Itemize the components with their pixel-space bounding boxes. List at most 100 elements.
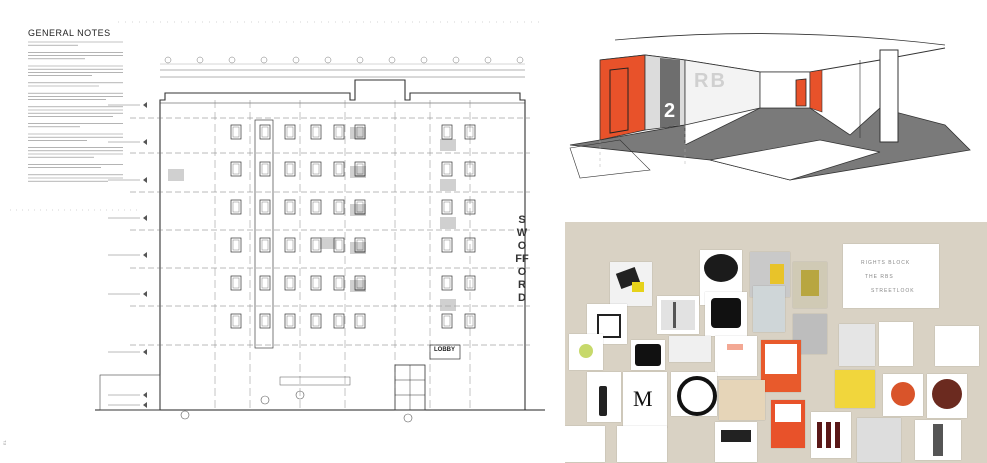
window (259, 199, 271, 215)
window-pane (466, 201, 474, 213)
level-marker (143, 252, 147, 258)
window (333, 313, 345, 329)
mood-board-photo: RIGHTS BLOCK THE RBS STREETLOOK (565, 222, 987, 463)
window-pane (443, 315, 451, 327)
grid-marker (292, 56, 300, 64)
grid-marker (516, 56, 524, 64)
grid-marker (324, 56, 332, 64)
window-pane (261, 239, 269, 251)
window-pane (232, 126, 240, 138)
window (284, 161, 296, 177)
photo-card (565, 426, 605, 462)
window-pane (466, 163, 474, 175)
window (333, 161, 345, 177)
window-pane (286, 201, 294, 213)
window-pane (443, 239, 451, 251)
window (464, 313, 476, 329)
window (310, 199, 322, 215)
window (259, 124, 271, 140)
window-pane (261, 315, 269, 327)
window (310, 124, 322, 140)
window (230, 275, 242, 291)
photo-card (793, 262, 827, 308)
window-pane (443, 201, 451, 213)
note-card-line-2: THE RBS (865, 274, 894, 280)
window (333, 199, 345, 215)
window-column (254, 119, 274, 349)
photo-card (839, 324, 875, 366)
photo-card (927, 374, 967, 418)
photo-card (705, 292, 747, 336)
notes-title: GENERAL NOTES (28, 28, 111, 38)
photo-card (569, 334, 603, 370)
window (230, 161, 242, 177)
window-pane (312, 277, 320, 289)
photo-card (935, 326, 979, 366)
window-pane (312, 315, 320, 327)
street-name-sign: SWOFFORD (515, 214, 529, 304)
window (333, 124, 345, 140)
window (230, 313, 242, 329)
window (284, 313, 296, 329)
window (354, 313, 366, 329)
photo-card (631, 340, 665, 370)
photo-card (715, 422, 757, 462)
window (464, 237, 476, 253)
window-pane (466, 126, 474, 138)
photo-card (610, 262, 652, 306)
photo-card (879, 322, 913, 366)
window-pane (232, 315, 240, 327)
lobby-sign: LOBBY (434, 347, 455, 353)
photo-card (883, 374, 923, 416)
window (284, 124, 296, 140)
window-pane (232, 277, 240, 289)
window (310, 275, 322, 291)
photo-card (617, 426, 667, 462)
window-pane (286, 315, 294, 327)
elevation-drawing: GENERAL NOTES EL (2, 21, 545, 445)
window (441, 124, 453, 140)
window-pane (335, 201, 343, 213)
window-pane (335, 239, 343, 251)
photo-card (753, 286, 785, 332)
window-pane (261, 126, 269, 138)
window (284, 275, 296, 291)
window (284, 237, 296, 253)
window-pane (443, 277, 451, 289)
photo-card (771, 400, 805, 448)
photo-card (715, 336, 757, 376)
window (259, 313, 271, 329)
corridor-perspective (569, 33, 971, 181)
window-pane (335, 126, 343, 138)
level-marker (143, 349, 147, 355)
window (441, 199, 453, 215)
window (441, 237, 453, 253)
photo-card (669, 336, 711, 362)
window (441, 275, 453, 291)
grid-marker (196, 56, 204, 64)
level-marker (143, 215, 147, 221)
grid-marker (164, 56, 172, 64)
window-pane (261, 163, 269, 175)
window-pane (335, 277, 343, 289)
window (310, 313, 322, 329)
level-marker (143, 402, 147, 408)
window (259, 161, 271, 177)
note-card-line-1: RIGHTS BLOCK (861, 260, 911, 266)
window-pane (261, 277, 269, 289)
level-marker (143, 392, 147, 398)
window-pane (286, 239, 294, 251)
photo-card (587, 372, 621, 422)
window (259, 275, 271, 291)
grid-marker (452, 56, 460, 64)
window-pane (312, 201, 320, 213)
grid-marker (356, 56, 364, 64)
window-pane (261, 201, 269, 213)
photo-card (657, 296, 699, 334)
level-marker (143, 177, 147, 183)
window (230, 124, 242, 140)
window (259, 237, 271, 253)
window-pane (286, 126, 294, 138)
window-pane (286, 277, 294, 289)
window-pane (443, 163, 451, 175)
